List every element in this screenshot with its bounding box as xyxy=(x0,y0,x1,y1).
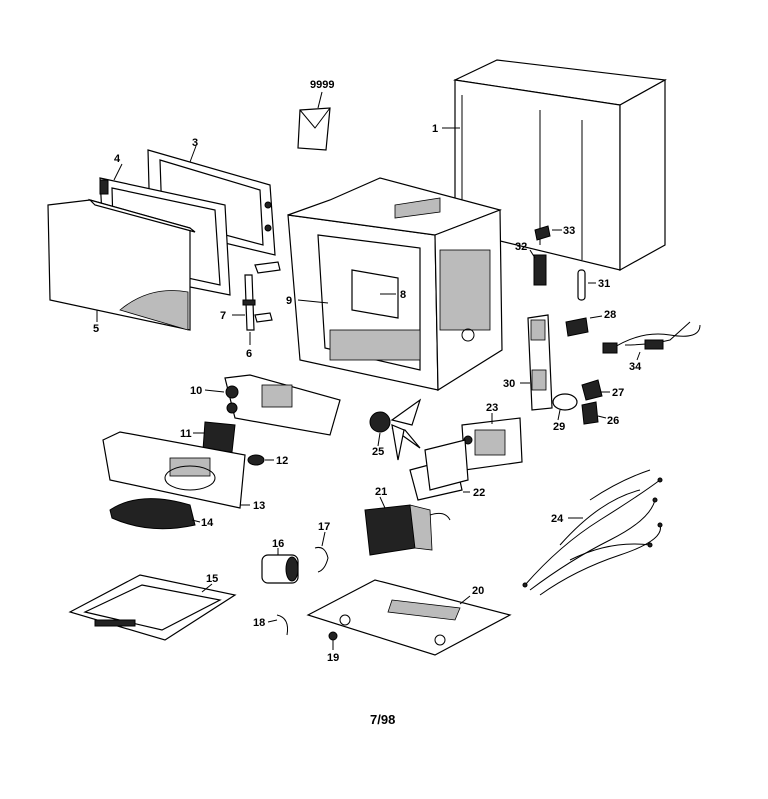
callout-3: 3 xyxy=(192,137,198,149)
callout-17: 17 xyxy=(318,521,330,533)
callout-16: 16 xyxy=(272,538,284,550)
part-latch-lever xyxy=(242,274,256,331)
part-fan-motor xyxy=(369,398,422,461)
part-door-cover xyxy=(47,198,196,331)
callout-22: 22 xyxy=(473,487,485,499)
part-power-cord xyxy=(602,321,701,354)
callout-19: 19 xyxy=(327,652,339,664)
callout-12: 12 xyxy=(276,455,288,467)
callout-26-upper: 26 xyxy=(605,311,617,323)
part-keypad-overlay xyxy=(109,498,196,530)
part-hv-capacitor xyxy=(261,554,299,584)
part-foot xyxy=(328,631,338,641)
part-wire-clip xyxy=(276,614,288,636)
callout-30: 30 xyxy=(503,378,515,390)
part-interlock-switch-28 xyxy=(565,317,589,337)
part-control-panel xyxy=(102,431,246,509)
part-interlock-switch-26 xyxy=(581,401,599,425)
callout-27: 27 xyxy=(612,387,624,399)
callout-4: 4 xyxy=(114,153,121,165)
part-switch-bracket xyxy=(527,314,553,411)
callout-10: 10 xyxy=(190,385,202,397)
callout-7: 7 xyxy=(220,310,226,322)
part-fuse-holder xyxy=(577,269,586,301)
part-control-board xyxy=(224,374,341,436)
part-transformer xyxy=(364,504,451,556)
callout-24: 24 xyxy=(551,513,564,525)
part-interlock-switch-27 xyxy=(581,379,603,401)
callout-14: 14 xyxy=(201,517,214,529)
part-waveguide-cover xyxy=(351,269,399,319)
callout-29: 29 xyxy=(553,421,565,433)
callout-15: 15 xyxy=(206,573,218,585)
callout-20: 20 xyxy=(472,585,484,597)
callout-18: 18 xyxy=(253,617,265,629)
callout-25: 25 xyxy=(372,446,384,458)
callout-26-lower: 26 xyxy=(607,415,619,427)
date-code: 7/98 xyxy=(370,712,395,727)
part-actuator-29 xyxy=(552,393,578,411)
part-thermal-switch xyxy=(534,225,551,241)
part-fuse xyxy=(533,254,547,286)
callout-11: 11 xyxy=(180,428,192,440)
part-tray xyxy=(68,574,237,641)
callout-9: 9 xyxy=(286,295,292,307)
callout-31: 31 xyxy=(598,278,610,290)
callout-8: 8 xyxy=(400,289,406,301)
callout-23: 23 xyxy=(486,402,498,414)
callout-21: 21 xyxy=(375,486,387,498)
callout-34: 34 xyxy=(629,361,642,373)
callout-5: 5 xyxy=(93,323,99,335)
part-capacitor-bracket xyxy=(409,439,469,501)
part-hv-diode xyxy=(314,547,329,573)
callout-9999: 9999 xyxy=(310,79,334,91)
callout-33: 33 xyxy=(563,225,575,237)
part-manual-envelope xyxy=(297,107,331,151)
callout-28: 28 xyxy=(604,309,616,321)
callout-6: 6 xyxy=(246,348,252,360)
callout-32: 32 xyxy=(515,241,527,253)
part-knob xyxy=(247,454,265,466)
callout-1: 1 xyxy=(432,123,438,135)
part-base-plate xyxy=(306,579,512,656)
callout-13: 13 xyxy=(253,500,265,512)
part-latch-hook xyxy=(254,261,281,323)
part-membrane-keypad xyxy=(202,421,236,453)
part-turntable-motor xyxy=(461,417,523,471)
part-wire-harness xyxy=(522,469,663,596)
